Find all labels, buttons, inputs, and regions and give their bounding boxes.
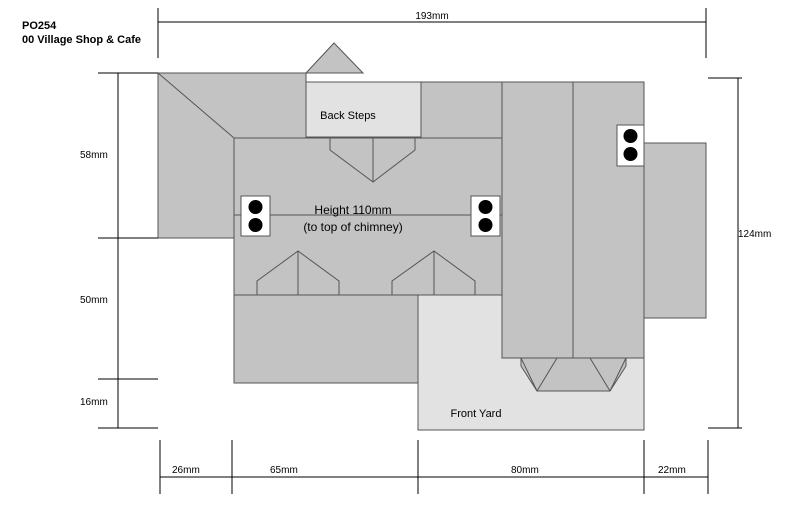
bottom-dim-22: 22mm bbox=[658, 465, 686, 476]
bottom-dim-65: 65mm bbox=[270, 465, 298, 476]
rear-roof-segment bbox=[420, 81, 503, 139]
front-yard-label: Front Yard bbox=[451, 408, 502, 420]
product-name: 00 Village Shop & Cafe bbox=[22, 34, 142, 46]
left-dim-50: 50mm bbox=[80, 295, 108, 306]
chimney-left bbox=[240, 195, 271, 237]
overall-depth-label: 124mm bbox=[738, 229, 771, 240]
bottom-dim-80: 80mm bbox=[511, 465, 539, 476]
overall-depth-dimension: 124mm bbox=[708, 77, 771, 429]
product-code: PO254 bbox=[22, 20, 57, 32]
height-sublabel: (to top of chimney) bbox=[303, 220, 402, 234]
bottom-dim-26: 26mm bbox=[172, 465, 200, 476]
chimney-right bbox=[616, 124, 645, 167]
left-dim-58: 58mm bbox=[80, 150, 108, 161]
bottom-width-dimensions: 26mm 65mm 80mm 22mm bbox=[159, 440, 709, 494]
height-label: Height 110mm bbox=[314, 203, 391, 217]
overall-width-label: 193mm bbox=[415, 11, 448, 22]
chimney-centre bbox=[470, 195, 501, 237]
right-wing-front-projection bbox=[520, 357, 627, 392]
back-gable-peak bbox=[304, 42, 365, 74]
back-steps-label: Back Steps bbox=[320, 110, 376, 122]
back-steps-area bbox=[305, 81, 422, 138]
overall-width-dimension: 193mm bbox=[157, 8, 707, 58]
front-lower-roof bbox=[233, 294, 419, 384]
left-dim-16: 16mm bbox=[80, 397, 108, 408]
right-annex-roof bbox=[643, 142, 707, 319]
left-depth-dimensions: 58mm 50mm 16mm bbox=[80, 72, 158, 429]
